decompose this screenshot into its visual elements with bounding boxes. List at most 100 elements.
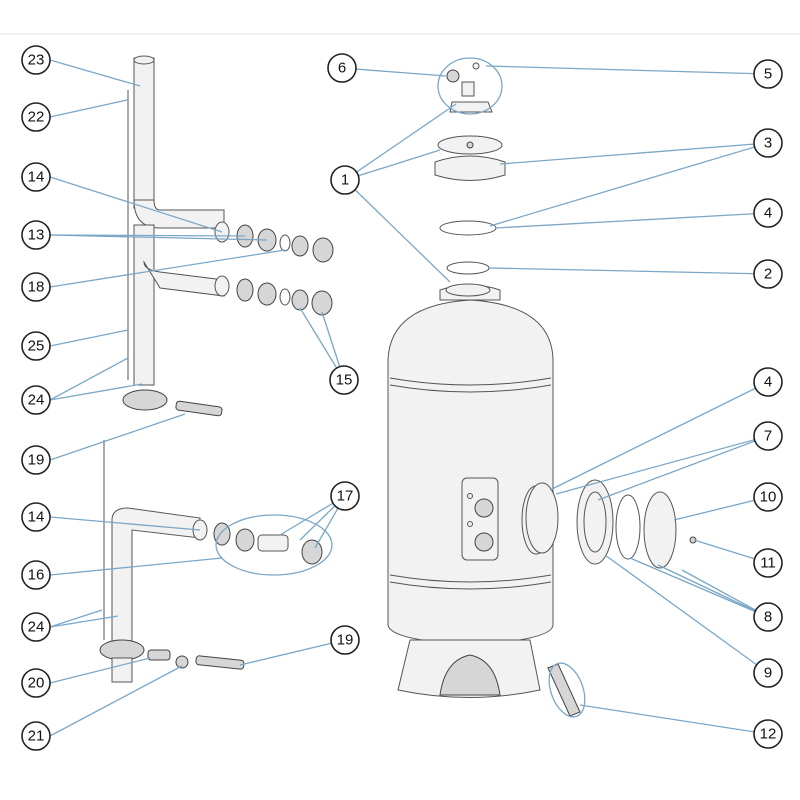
cover-10 bbox=[643, 491, 677, 569]
nut-upper bbox=[312, 237, 334, 263]
callout-label: 12 bbox=[760, 726, 777, 743]
callout-label: 22 bbox=[28, 109, 45, 126]
callout-9: 9 bbox=[753, 658, 783, 688]
tank-seam-bottom-2 bbox=[389, 581, 552, 590]
callout-label: 17 bbox=[337, 488, 354, 505]
fitting-17a bbox=[235, 528, 255, 552]
callout-label: 1 bbox=[341, 172, 349, 189]
leader-24a-2 bbox=[49, 383, 143, 401]
pipe-elbow-middle bbox=[143, 260, 225, 297]
callout-label: 2 bbox=[764, 266, 772, 283]
callout-14: 14 bbox=[21, 162, 51, 192]
callout-label: 11 bbox=[760, 555, 776, 572]
lateral-19-upper bbox=[175, 400, 223, 417]
callout-label: 19 bbox=[28, 452, 45, 469]
filter-tank bbox=[387, 284, 554, 698]
callout-label: 10 bbox=[760, 489, 777, 506]
callout-label: 5 bbox=[764, 66, 772, 83]
callout-18: 18 bbox=[21, 272, 51, 302]
callout-label: 9 bbox=[764, 665, 772, 682]
leader-7b bbox=[597, 435, 769, 501]
leader-24b-1 bbox=[49, 609, 103, 628]
leader-24b-2 bbox=[49, 615, 119, 628]
plug-20 bbox=[147, 649, 171, 661]
lower-fittings-row bbox=[192, 519, 323, 565]
leader-4b bbox=[549, 381, 769, 491]
callout-label: 25 bbox=[28, 338, 45, 355]
middle-fittings-row bbox=[214, 275, 333, 316]
leader-1b bbox=[344, 149, 441, 181]
leader-10 bbox=[673, 496, 769, 521]
callout-label: 19 bbox=[337, 632, 354, 649]
callout-16: 16 bbox=[21, 560, 51, 590]
callout-label: 16 bbox=[28, 567, 45, 584]
vent-cap bbox=[446, 69, 460, 83]
callout-label: 14 bbox=[28, 169, 45, 186]
upper-pipe-assembly bbox=[122, 55, 225, 411]
group-ellipse-vent bbox=[437, 57, 503, 115]
leader-1a bbox=[344, 103, 457, 181]
leader-4a bbox=[495, 212, 769, 229]
manway-assembly bbox=[525, 479, 697, 569]
leader-8c bbox=[681, 569, 769, 618]
gasket-8 bbox=[615, 494, 641, 560]
callout-7: 7 bbox=[753, 421, 783, 451]
callout-19: 19 bbox=[21, 445, 51, 475]
pipe-vertical-23 bbox=[133, 57, 155, 209]
leader-19b bbox=[239, 639, 346, 666]
collector-hub-lower bbox=[99, 639, 145, 661]
callout-4: 4 bbox=[753, 367, 783, 397]
leader-6 bbox=[341, 67, 447, 77]
leader-3a bbox=[499, 142, 769, 165]
collector-hub-upper bbox=[122, 389, 168, 411]
leader-3b bbox=[489, 142, 769, 227]
callout-19: 19 bbox=[330, 625, 360, 655]
leader-7a bbox=[555, 435, 769, 495]
leader-12 bbox=[579, 704, 769, 735]
fitting-15a bbox=[291, 289, 309, 311]
callout-4: 4 bbox=[753, 198, 783, 228]
flange-7 bbox=[576, 479, 614, 565]
callout-label: 20 bbox=[28, 675, 45, 692]
callout-20: 20 bbox=[21, 668, 51, 698]
leader-14b bbox=[49, 516, 201, 531]
callout-label: 23 bbox=[28, 52, 45, 69]
callout-6: 6 bbox=[327, 53, 357, 83]
callout-label: 8 bbox=[764, 609, 772, 626]
callout-10: 10 bbox=[753, 482, 783, 512]
leader-9 bbox=[604, 554, 769, 674]
leader-14a bbox=[49, 176, 223, 233]
o-ring-2 bbox=[446, 261, 490, 275]
tank-base-arch bbox=[439, 654, 501, 696]
fitting-middle-a bbox=[214, 275, 230, 297]
pipe-top bbox=[133, 55, 155, 65]
fitting-13c bbox=[291, 235, 309, 257]
leader-13b bbox=[49, 234, 268, 241]
leader-5 bbox=[485, 65, 769, 75]
leader-23 bbox=[49, 59, 141, 87]
leader-25 bbox=[49, 329, 129, 347]
callout-12: 12 bbox=[753, 719, 783, 749]
upper-fittings-row bbox=[214, 221, 334, 263]
leader-2 bbox=[488, 267, 769, 275]
callout-14: 14 bbox=[21, 502, 51, 532]
ring-middle bbox=[279, 288, 291, 306]
flange-7-inner bbox=[583, 491, 607, 553]
callout-11: 11 bbox=[753, 548, 783, 578]
top-assembly bbox=[434, 62, 506, 297]
callout-label: 15 bbox=[336, 372, 353, 389]
top-collar bbox=[445, 283, 491, 297]
callout-3: 3 bbox=[753, 128, 783, 158]
tank-port-bolt bbox=[467, 493, 473, 499]
lid-ring bbox=[434, 155, 506, 181]
o-ring-4-top bbox=[439, 220, 497, 236]
callout-label: 4 bbox=[764, 374, 772, 391]
callout-label: 3 bbox=[764, 135, 772, 152]
tank-body bbox=[387, 299, 554, 646]
leader-1c bbox=[344, 179, 451, 283]
callout-1: 1 bbox=[330, 165, 360, 195]
callout-label: 6 bbox=[338, 60, 346, 77]
leader-18 bbox=[49, 249, 286, 288]
lateral-upper bbox=[175, 400, 223, 417]
